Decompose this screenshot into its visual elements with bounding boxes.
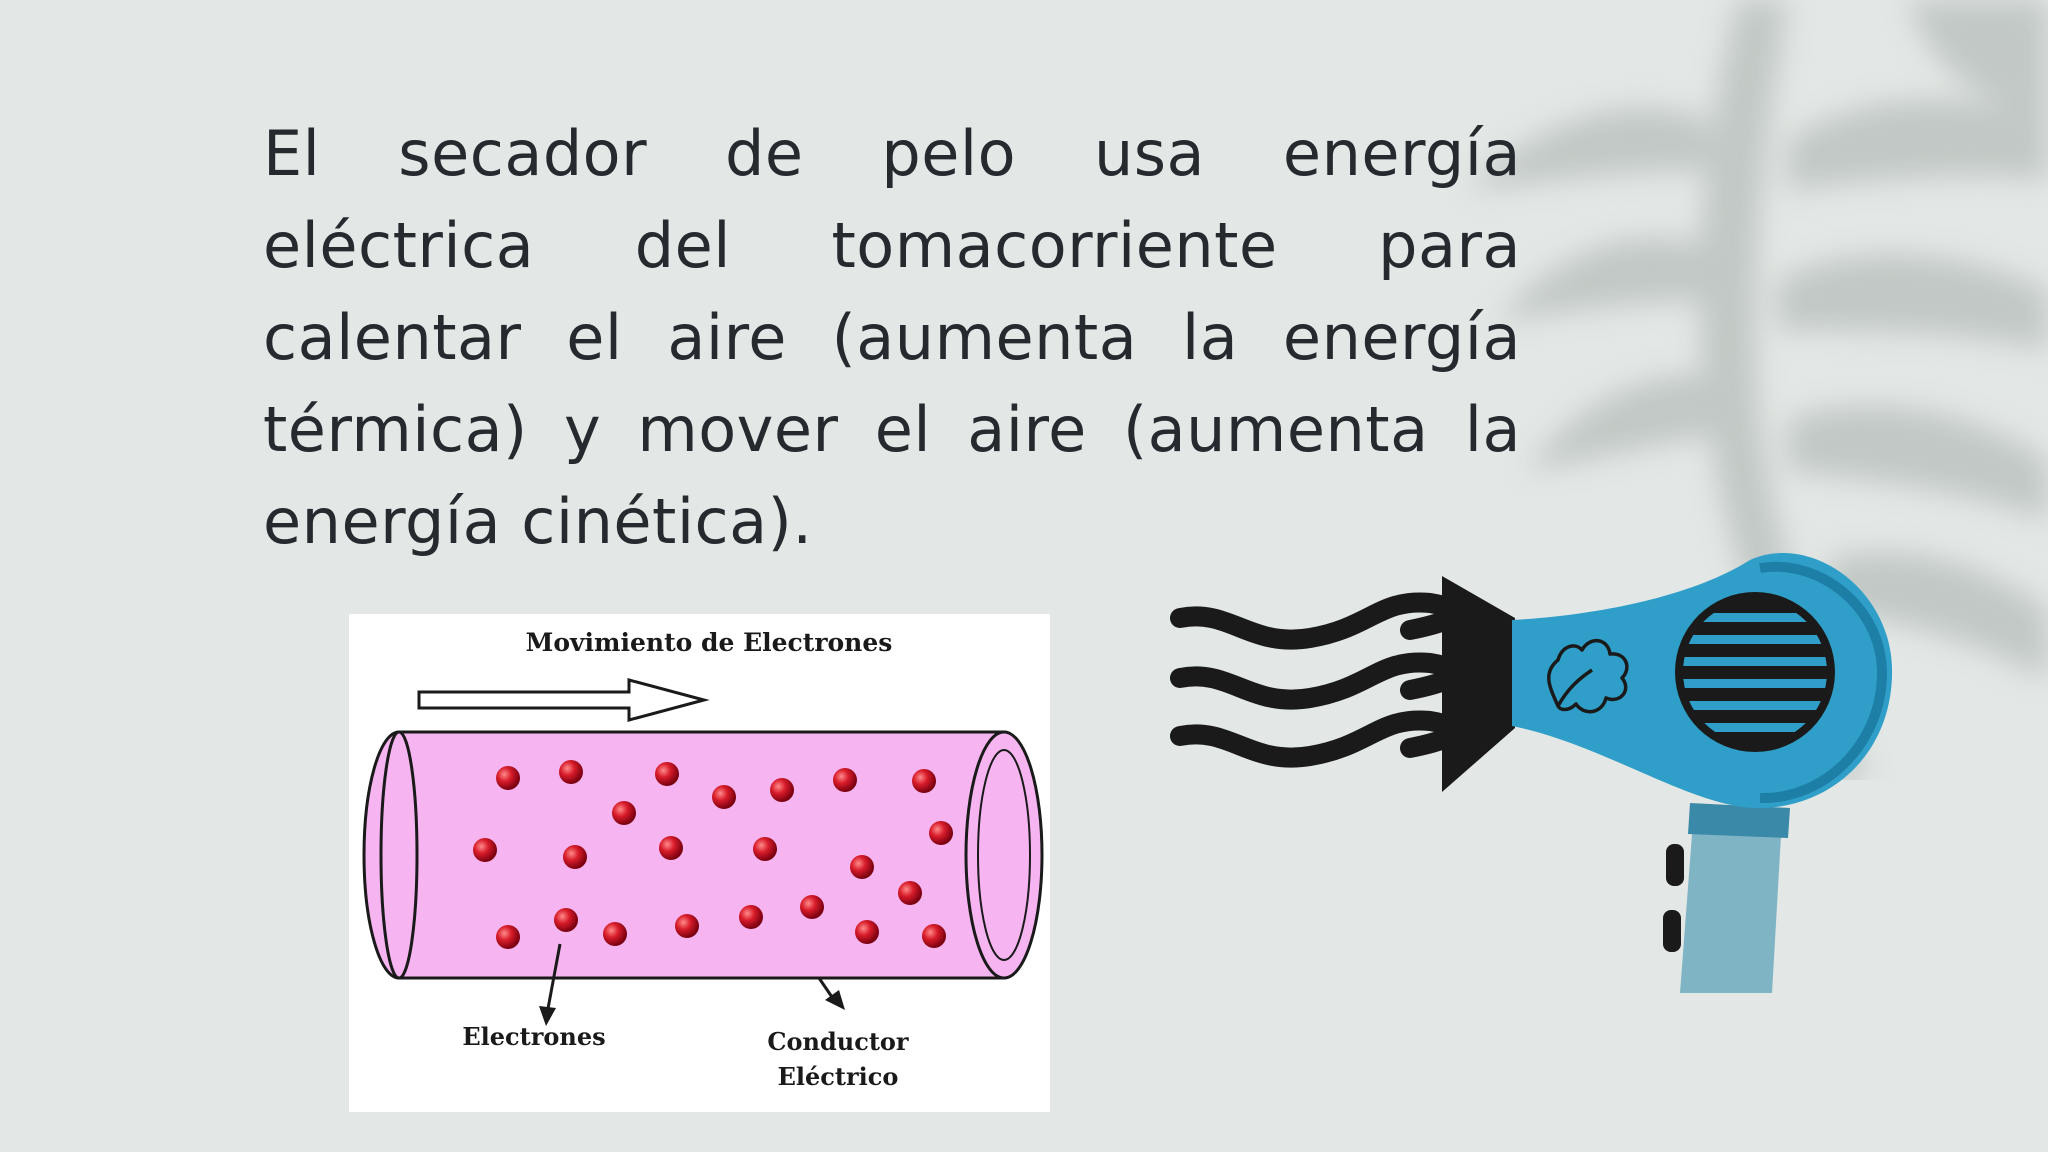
- electron: [496, 925, 520, 949]
- tube-left-end: [379, 730, 419, 980]
- tube-right-end: [964, 730, 1044, 980]
- electron: [800, 895, 824, 919]
- electron: [675, 914, 699, 938]
- electron: [559, 760, 583, 784]
- electron: [739, 905, 763, 929]
- dryer-button: [1666, 844, 1684, 886]
- conductor-pointer-icon: [825, 990, 845, 1010]
- electrons-label: Electrones: [462, 1022, 606, 1051]
- diagram-title: Movimiento de Electrones: [525, 628, 893, 657]
- electron: [554, 908, 578, 932]
- electron: [833, 768, 857, 792]
- electron: [898, 881, 922, 905]
- electron: [850, 855, 874, 879]
- electron: [922, 924, 946, 948]
- electron: [753, 837, 777, 861]
- dryer-nozzle: [1442, 576, 1515, 792]
- dryer-leaf-logo-icon: [1547, 639, 1629, 714]
- conductor-label-line1: Conductor: [767, 1027, 909, 1056]
- electron: [496, 766, 520, 790]
- air-waves-icon: [1170, 592, 1464, 768]
- electron: [855, 920, 879, 944]
- electron: [712, 785, 736, 809]
- electron: [659, 836, 683, 860]
- leaf-shadow-decoration: [1468, 0, 2048, 780]
- electron: [612, 801, 636, 825]
- conductor-label: Conductor Eléctrico: [753, 1024, 923, 1094]
- electrons-pointer-icon: [539, 1006, 556, 1026]
- electron: [563, 845, 587, 869]
- dryer-handle: [1680, 808, 1782, 993]
- electron-flow-diagram: Movimiento de Electrones Electrones Cond…: [349, 614, 1050, 1112]
- electron: [770, 778, 794, 802]
- electrons-group: [473, 760, 953, 949]
- electron: [912, 769, 936, 793]
- conductor-label-line2: Eléctrico: [777, 1062, 899, 1091]
- movement-arrow-icon: [417, 678, 710, 722]
- conductor-illustration: [362, 678, 1044, 1026]
- dryer-vent: [1675, 592, 1835, 752]
- electron: [655, 762, 679, 786]
- electron: [603, 922, 627, 946]
- electron: [929, 821, 953, 845]
- electron: [473, 838, 497, 862]
- slide-body-text: El secador de pelo usa energía eléctrica…: [263, 117, 1521, 558]
- hair-dryer-icon: [1170, 553, 1893, 993]
- dryer-button: [1663, 910, 1681, 952]
